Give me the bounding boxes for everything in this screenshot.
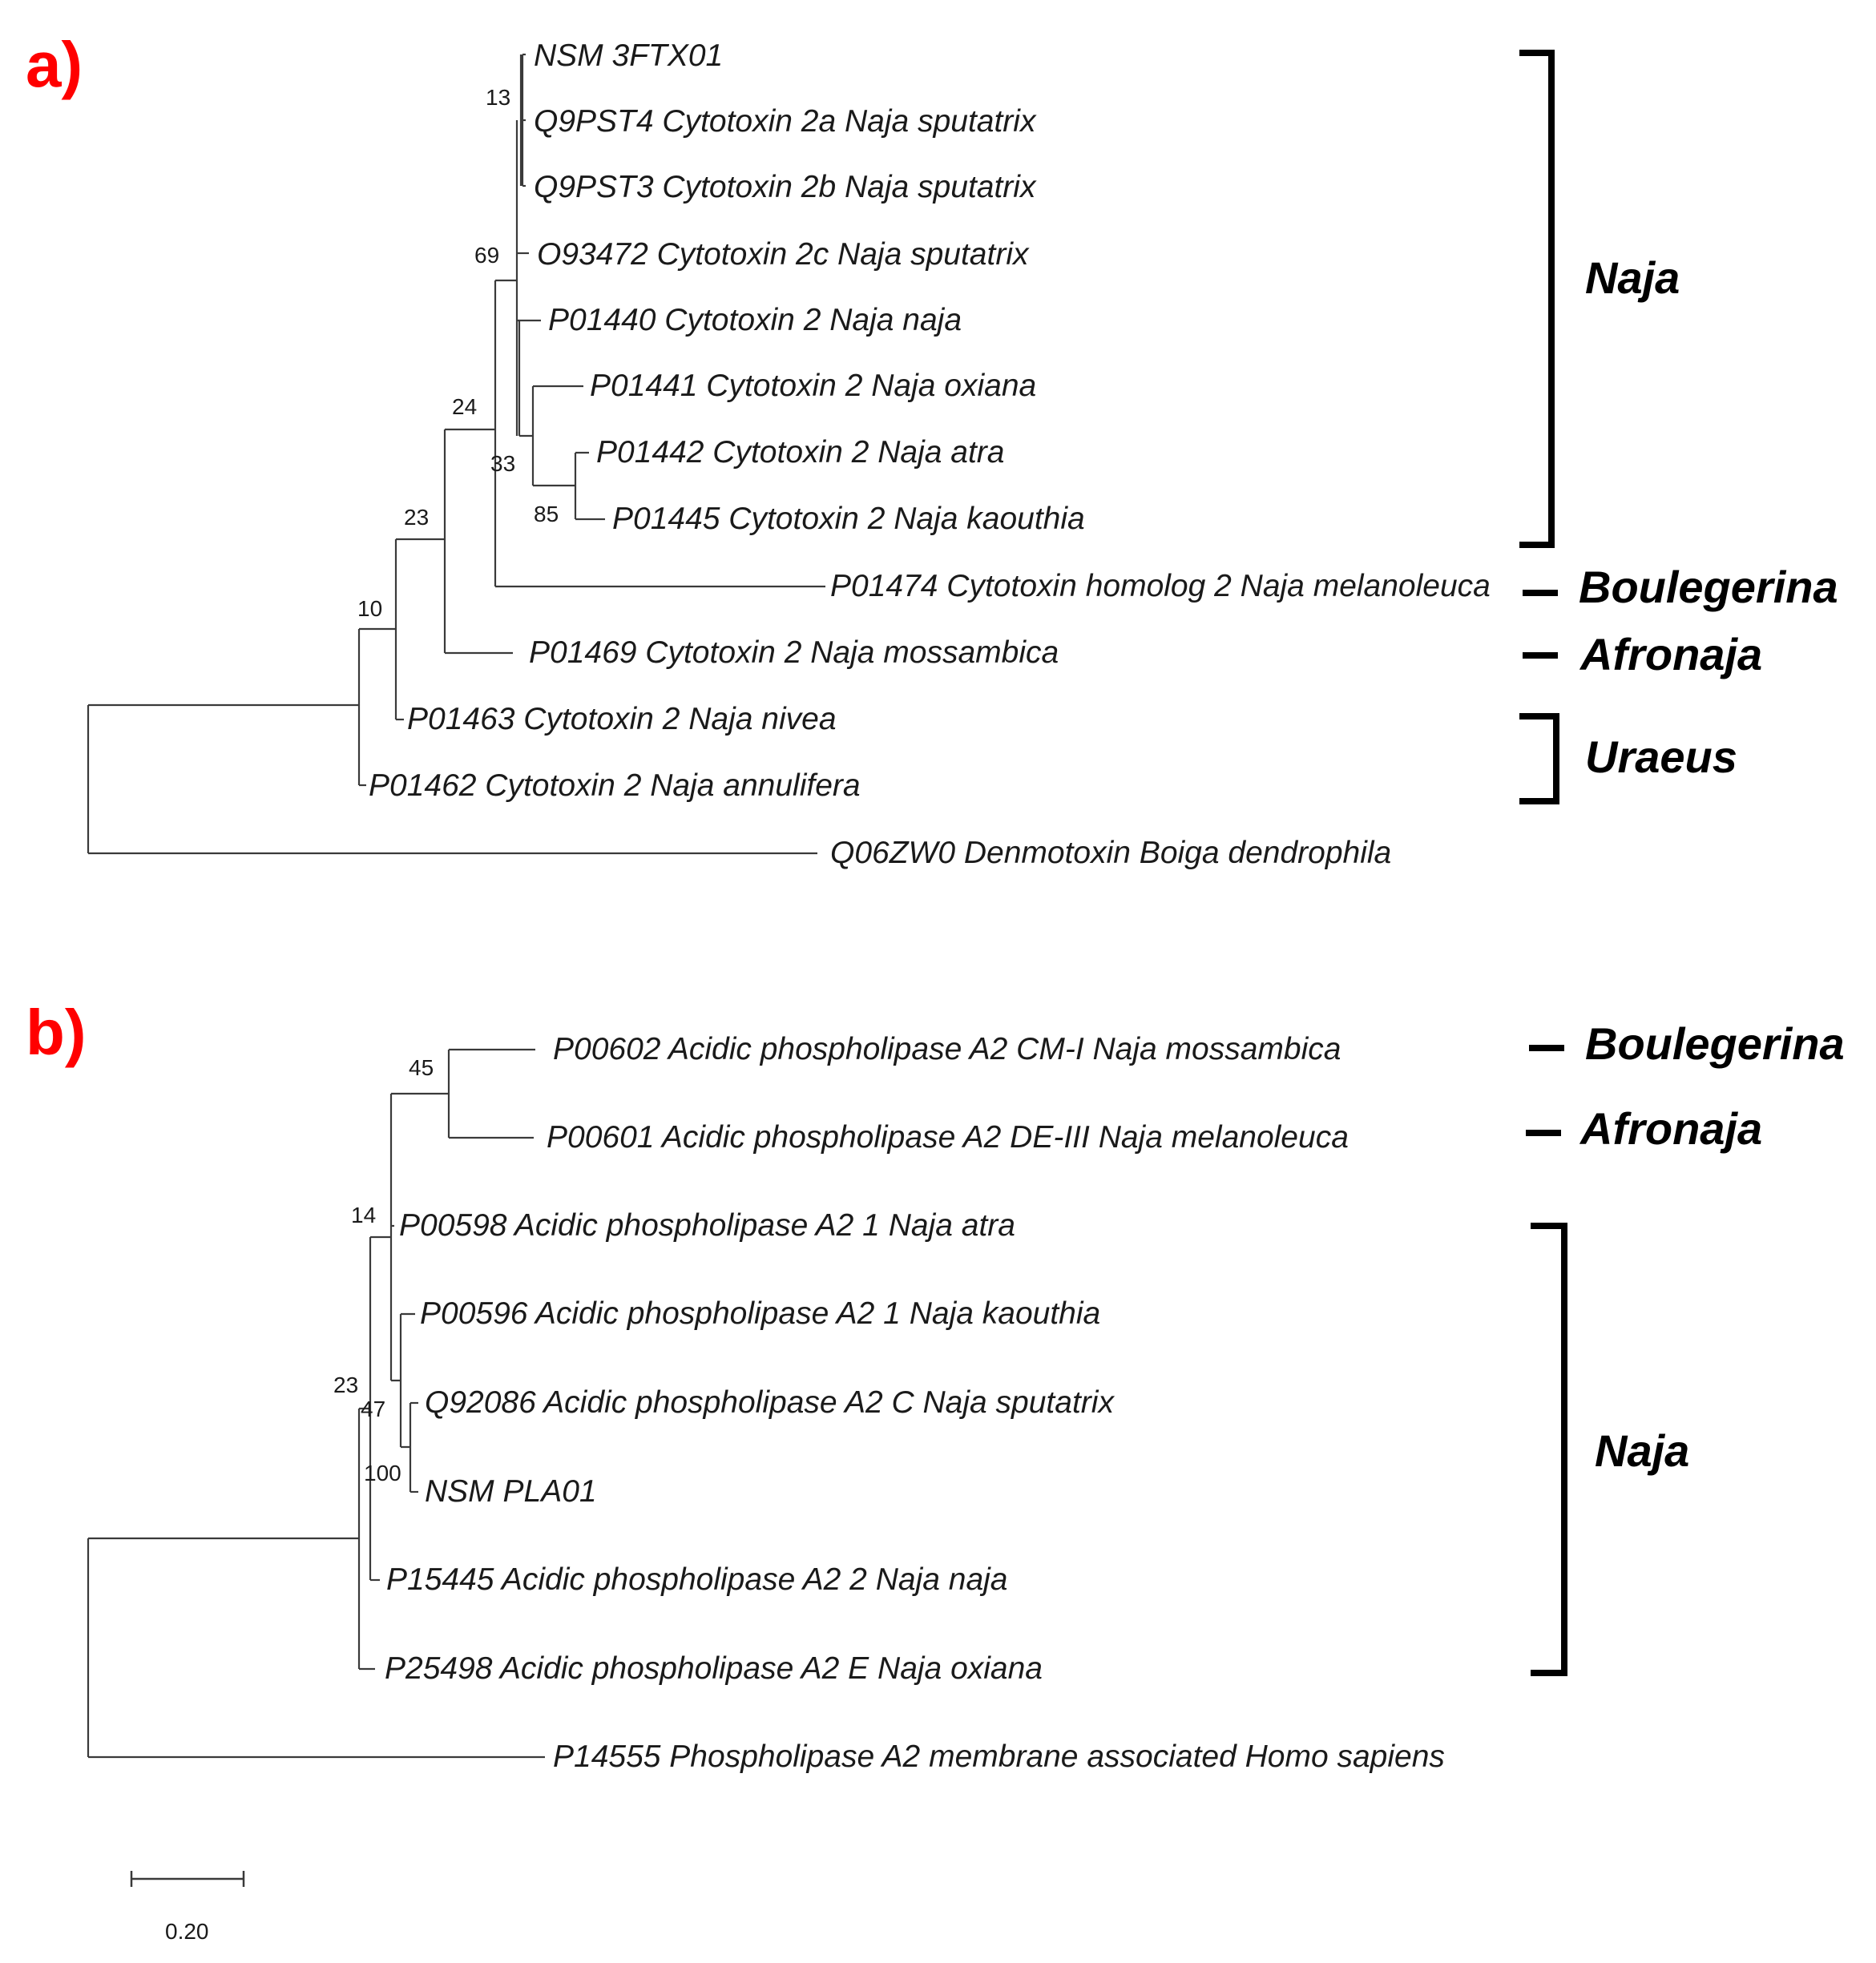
scale-bar-label: 0.20 xyxy=(165,1919,209,1944)
bootstrap-label: 45 xyxy=(409,1055,434,1080)
panel-b-label: b) xyxy=(26,997,87,1068)
node-24 xyxy=(445,280,497,586)
leaf-label: P01445 Cytotoxin 2 Naja kaouthia xyxy=(612,502,1085,536)
genus-label: Naja xyxy=(1595,1425,1689,1476)
bootstrap-label: 47 xyxy=(361,1397,385,1421)
leaf-label: P01474 Cytotoxin homolog 2 Naja melanole… xyxy=(830,569,1491,603)
clade-bracket xyxy=(1531,1223,1567,1676)
leaf-label: P00596 Acidic phospholipase A2 1 Naja ka… xyxy=(420,1296,1100,1331)
leaf-label: O93472 Cytotoxin 2c Naja sputatrix xyxy=(537,237,1030,272)
panel-a-label: a) xyxy=(26,29,83,100)
panel-b-tree xyxy=(87,1048,545,1759)
leaf-label: P01469 Cytotoxin 2 Naja mossambica xyxy=(529,635,1059,670)
leaf-label: P00601 Acidic phospholipase A2 DE-III Na… xyxy=(547,1120,1349,1155)
leaf-label: NSM PLA01 xyxy=(425,1474,597,1509)
node-69 xyxy=(495,120,518,436)
node-45 xyxy=(391,1050,450,1138)
node-23 xyxy=(359,1237,372,1580)
genus-label: Afronaja xyxy=(1579,629,1762,679)
bootstrap-label: 33 xyxy=(490,451,515,476)
node-root-a xyxy=(87,629,361,853)
clade-bracket xyxy=(1519,50,1555,548)
leaf-label: P01441 Cytotoxin 2 Naja oxiana xyxy=(590,369,1036,403)
leaf-label: P01463 Cytotoxin 2 Naja nivea xyxy=(407,702,837,736)
clade-bracket xyxy=(1519,713,1559,804)
node-23 xyxy=(396,429,446,653)
node-10 xyxy=(359,539,397,719)
node-14 xyxy=(370,1094,393,1381)
genus-label: Boulegerina xyxy=(1579,562,1838,612)
genus-label: Boulegerina xyxy=(1585,1018,1845,1069)
node-47 xyxy=(391,1314,402,1447)
bootstrap-label: 10 xyxy=(357,596,382,621)
node-100 xyxy=(401,1403,412,1492)
genus-label: Uraeus xyxy=(1585,732,1737,782)
node-root-b xyxy=(87,1409,361,1757)
leaf-label: P01440 Cytotoxin 2 Naja naja xyxy=(548,303,962,337)
bootstrap-label: 13 xyxy=(486,85,510,110)
bootstrap-label: 24 xyxy=(452,394,477,419)
leaf-label: Q9PST3 Cytotoxin 2b Naja sputatrix xyxy=(534,170,1037,204)
leaf-label: P01442 Cytotoxin 2 Naja atra xyxy=(596,435,1004,470)
bootstrap-label: 23 xyxy=(404,505,429,530)
leaf-label: P14555 Phospholipase A2 membrane associa… xyxy=(553,1739,1445,1774)
node-33 xyxy=(519,386,535,486)
leaf-label: Q06ZW0 Denmotoxin Boiga dendrophila xyxy=(830,836,1391,870)
scale-bar: 0.20 xyxy=(130,1871,245,1944)
bootstrap-label: 85 xyxy=(534,502,559,526)
panel-a-tree xyxy=(87,53,825,855)
node-85 xyxy=(533,453,577,519)
leaf-label: P15445 Acidic phospholipase A2 2 Naja na… xyxy=(386,1562,1008,1597)
leaf-label: NSM 3FTX01 xyxy=(534,38,723,73)
genus-label: Afronaja xyxy=(1579,1103,1762,1154)
genus-label: Naja xyxy=(1585,252,1680,303)
leaf-label: Q9PST4 Cytotoxin 2a Naja sputatrix xyxy=(534,104,1037,139)
bootstrap-label: 100 xyxy=(364,1461,401,1485)
leaf-label: Q92086 Acidic phospholipase A2 C Naja sp… xyxy=(425,1385,1115,1420)
leaf-label: P01462 Cytotoxin 2 Naja annulifera xyxy=(369,768,861,803)
leaf-label: P00598 Acidic phospholipase A2 1 Naja at… xyxy=(399,1208,1015,1243)
leaf-label: P25498 Acidic phospholipase A2 E Naja ox… xyxy=(385,1651,1043,1686)
bootstrap-label: 23 xyxy=(333,1372,358,1397)
leaf-label: P00602 Acidic phospholipase A2 CM-I Naja… xyxy=(553,1032,1341,1066)
bootstrap-label: 69 xyxy=(474,243,499,268)
bootstrap-label: 14 xyxy=(351,1203,376,1227)
branch xyxy=(519,54,524,186)
